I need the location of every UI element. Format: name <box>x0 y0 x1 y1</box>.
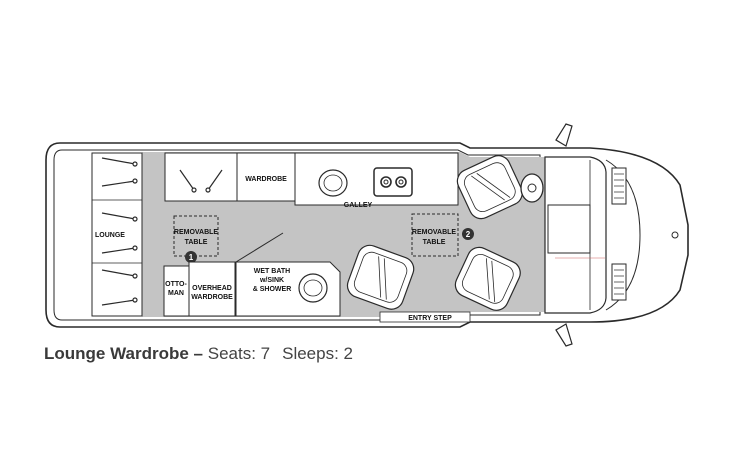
wet-bath-sink-inner <box>303 279 323 297</box>
lounge-seatbelts <box>101 157 138 306</box>
headlight-bottom-slats <box>614 269 624 295</box>
entry-step <box>379 311 471 323</box>
floorplan-caption: Lounge Wardrobe – Seats: 7 Sleeps: 2 <box>44 344 353 364</box>
removable-table-2-label-top: REMOVABLE <box>412 229 457 236</box>
overhead-wardrobe-label-top: OVERHEAD <box>192 285 232 292</box>
removable-table-2 <box>411 213 459 257</box>
sleeps-count: Sleeps: 2 <box>282 344 353 363</box>
wardrobe-label: WARDROBE <box>245 176 287 183</box>
storage-cabinet <box>164 152 238 202</box>
entry-step-label: ENTRY STEP <box>408 315 452 322</box>
removable-table-1-label-top: REMOVABLE <box>174 229 219 236</box>
galley-sink-inner <box>323 174 343 192</box>
wet-bath-door-swing <box>235 232 284 263</box>
table-marker-1 <box>185 251 197 263</box>
lounge-label: LOUNGE <box>95 232 125 239</box>
stove-burners <box>380 176 407 188</box>
wet-bath-sink <box>298 273 328 303</box>
ottoman-label-bottom: MAN <box>168 290 184 297</box>
table-marker-2 <box>462 228 474 240</box>
seats-count: Seats: 7 <box>207 344 271 363</box>
wet-bath-label-3: & SHOWER <box>253 286 292 293</box>
headlight-top-slats <box>614 173 624 199</box>
emblem <box>671 231 679 239</box>
wet-bath-label-2: w/SINK <box>259 277 284 284</box>
galley-stove <box>373 167 413 197</box>
cabinet-straps <box>179 169 223 193</box>
galley-label: GALLEY <box>344 202 373 209</box>
swivel-seat-front-upper <box>456 155 523 220</box>
removable-table-1-label-bottom: TABLE <box>185 239 208 246</box>
galley-sink <box>318 169 348 197</box>
mirror-bottom <box>555 323 573 347</box>
removable-table-2-label-bottom: TABLE <box>423 239 446 246</box>
table-marker-1-number: 1 <box>189 253 194 262</box>
mirror-top <box>555 123 573 147</box>
steering-wheel <box>520 173 544 203</box>
wardrobe-cabinet <box>236 152 296 202</box>
wet-bath-label-1: WET BATH <box>254 268 290 275</box>
van-inner-wall <box>53 149 541 321</box>
swivel-seat-front-lower <box>454 246 521 311</box>
table-marker-2-number: 2 <box>466 230 471 239</box>
swivel-seat-rear <box>346 244 415 310</box>
ottoman-label-top: OTTO- <box>165 281 187 288</box>
overhead-wardrobe <box>188 261 236 317</box>
overhead-wardrobe-label-bottom: WARDROBE <box>191 294 233 301</box>
console <box>547 204 591 254</box>
model-name: Lounge Wardrobe – <box>44 344 203 363</box>
